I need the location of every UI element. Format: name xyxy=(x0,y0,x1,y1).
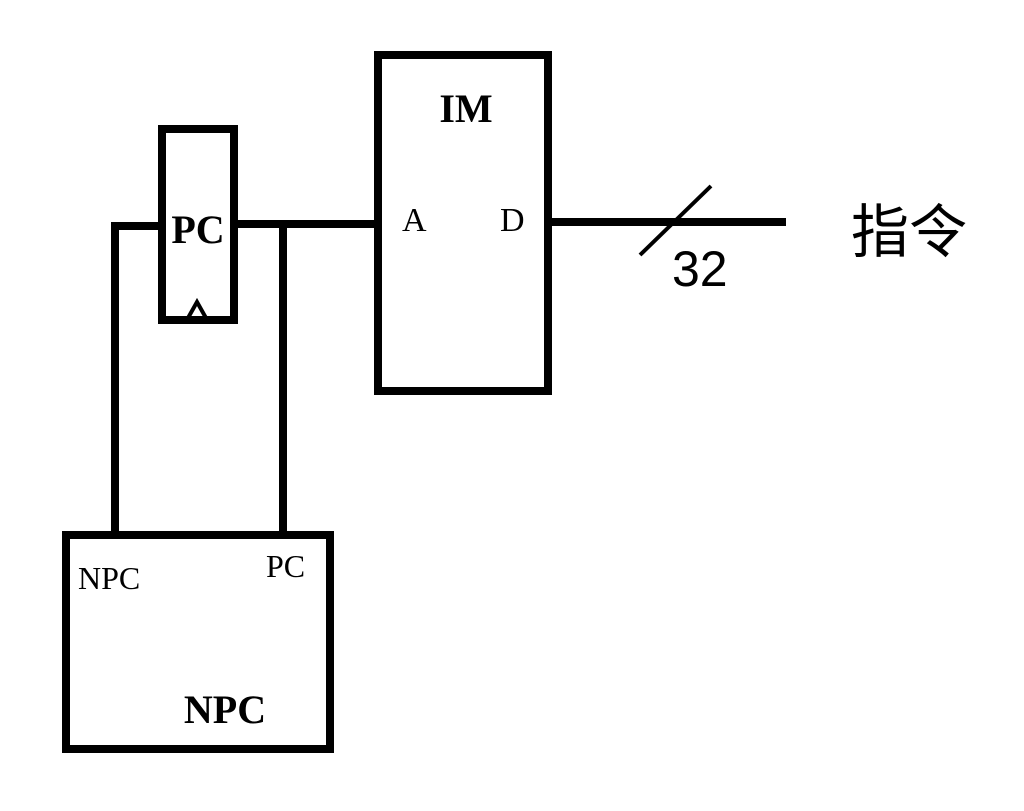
pc-register-label: PC xyxy=(171,207,224,252)
im-title: IM xyxy=(439,86,492,131)
im-port-d: D xyxy=(500,202,525,239)
npc-port-npc: NPC xyxy=(78,560,140,596)
im-port-a: A xyxy=(402,202,427,239)
npc-to-pc-wire xyxy=(111,222,166,537)
pc-register: PC xyxy=(158,125,238,324)
npc-block: NPC PC NPC xyxy=(62,531,334,753)
instruction-memory-block: IM A D xyxy=(374,51,552,395)
bus-width-label: 32 xyxy=(672,241,728,297)
clock-input-marker xyxy=(186,297,208,319)
instruction-output-label: 指令 xyxy=(851,198,967,266)
npc-title: NPC xyxy=(184,687,266,732)
bus-width-slash xyxy=(638,184,713,257)
npc-port-pc: PC xyxy=(266,548,305,584)
